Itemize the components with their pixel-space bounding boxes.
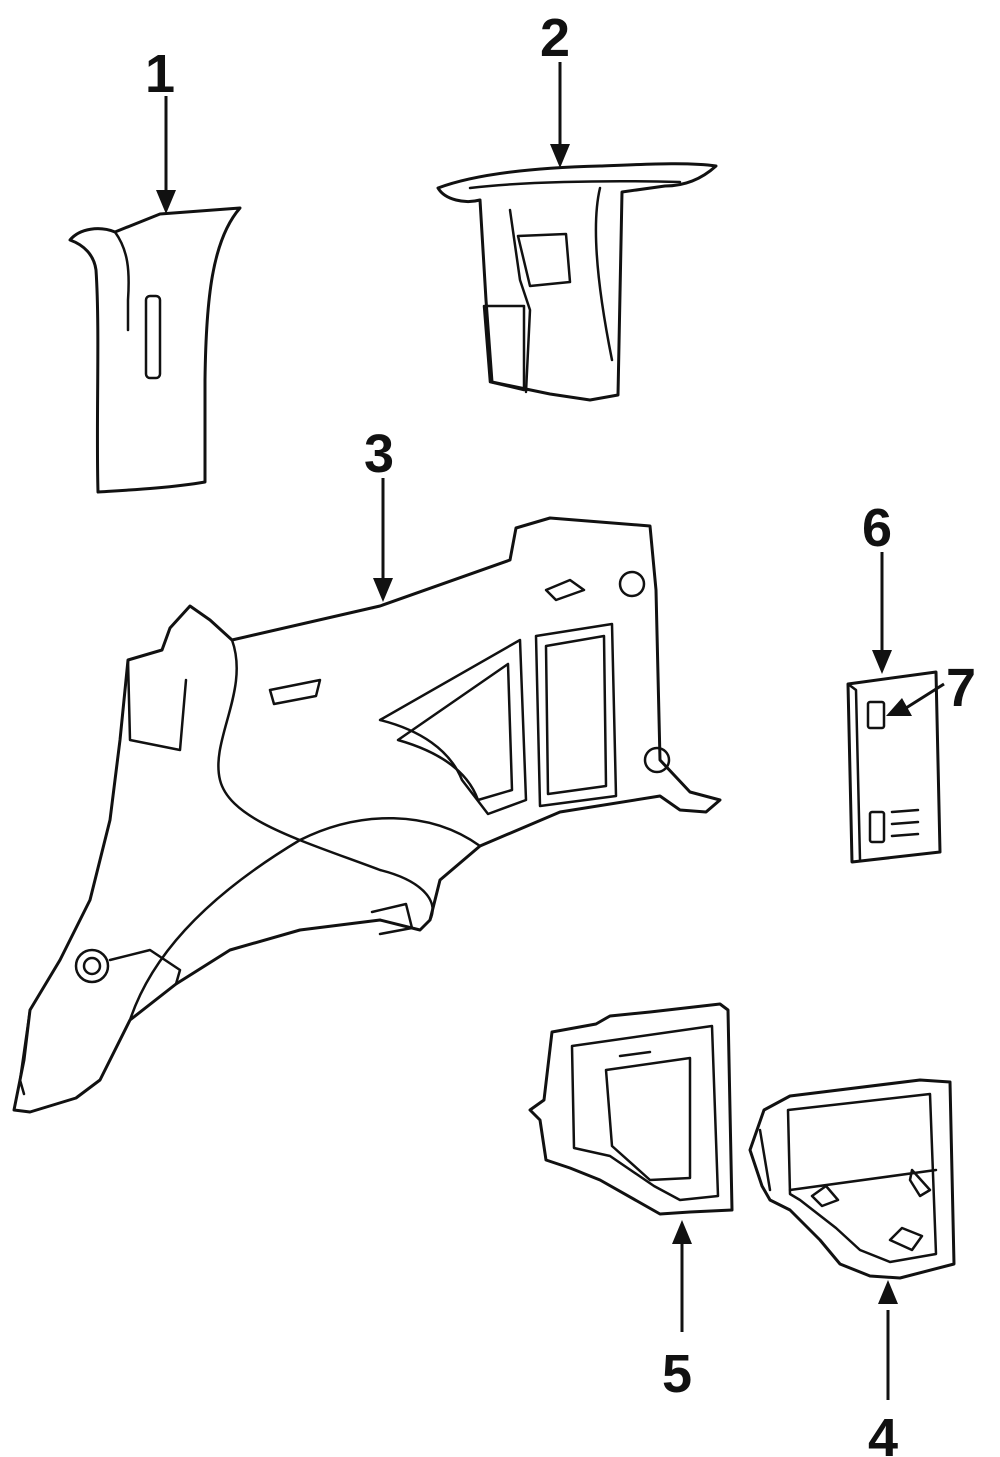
part-3-quarter-panel-trim [12,516,722,1114]
part-1-pillar-trim [68,206,242,494]
part-2-quarter-trim [436,162,718,402]
callout-4: 4 [868,1408,898,1457]
part-5-trim-cover [528,1002,734,1216]
leader-5 [672,1220,692,1332]
callout-6: 6 [862,498,892,558]
callout-7: 7 [946,658,976,718]
leader-4 [878,1280,898,1400]
part-6-label-card [846,670,942,864]
leader-7 [886,682,945,716]
callout-5: 5 [662,1344,692,1404]
callout-2: 2 [540,8,570,68]
leader-6 [872,552,892,674]
callout-1: 1 [145,44,175,104]
leader-2 [550,62,570,168]
leader-1 [156,96,176,214]
part-4-storage-tray [748,1078,956,1280]
callout-3: 3 [364,424,394,484]
leader-3 [373,478,393,602]
